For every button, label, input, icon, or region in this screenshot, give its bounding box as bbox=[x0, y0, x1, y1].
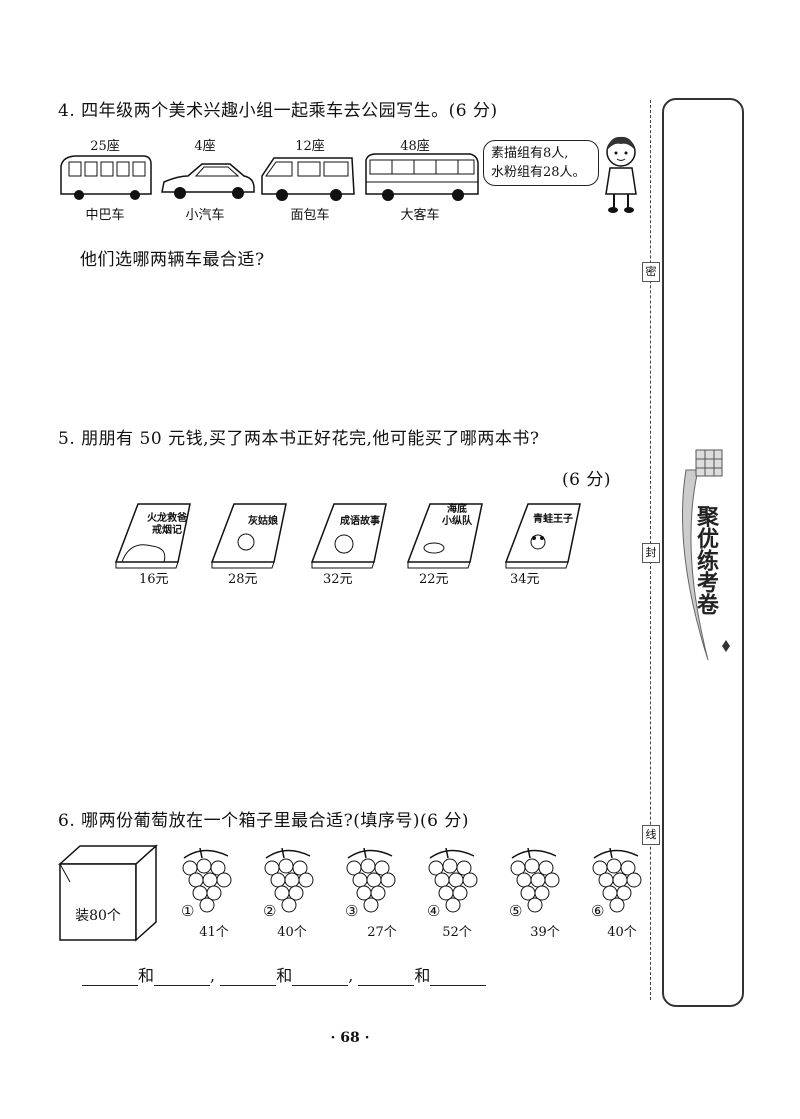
q4-question: 他们选哪两辆车最合适? bbox=[80, 250, 265, 270]
and-word: 和 bbox=[276, 966, 293, 985]
coach-image bbox=[365, 153, 479, 201]
books-illustration bbox=[114, 503, 581, 569]
box-label: 装80个 bbox=[75, 908, 121, 924]
q5-text: 5. 朋朋有 50 元钱,买了两本书正好花完,他可能买了哪两本书? bbox=[58, 429, 540, 449]
vehicle-seats: 4座 bbox=[194, 139, 216, 154]
van-image bbox=[261, 157, 355, 201]
grape-count: 40个 bbox=[607, 925, 637, 940]
grape-count: 52个 bbox=[442, 925, 472, 940]
vehicle-name: 大客车 bbox=[400, 208, 440, 223]
book-price: 34元 bbox=[510, 572, 540, 587]
grape-count: 40个 bbox=[277, 925, 307, 940]
answer-blank[interactable] bbox=[292, 971, 349, 986]
answer-blank[interactable] bbox=[430, 971, 487, 986]
q4-text: 4. 四年级两个美术兴趣小组一起乘车去公园写生。(6 分) bbox=[58, 101, 498, 121]
book-price: 32元 bbox=[323, 572, 353, 587]
book-price: 22元 bbox=[419, 572, 449, 587]
separator: , bbox=[348, 966, 354, 985]
vehicle-name: 面包车 bbox=[290, 208, 330, 223]
book-title: 成语故事 bbox=[340, 516, 380, 527]
bubble-line: 水粉组有28人。 bbox=[491, 165, 586, 180]
car-image bbox=[161, 163, 255, 199]
grape-index: ① bbox=[181, 902, 195, 920]
grape-index: ⑤ bbox=[509, 902, 523, 920]
minibus-image bbox=[60, 155, 152, 200]
side-panel bbox=[662, 98, 744, 1007]
vehicle-seats: 48座 bbox=[400, 139, 430, 154]
book-title: 青蛙王子 bbox=[533, 514, 573, 525]
side-mark-mi: 密 bbox=[642, 262, 660, 282]
answer-blank[interactable] bbox=[358, 971, 415, 986]
grape-index: ④ bbox=[427, 902, 441, 920]
side-logo bbox=[681, 449, 730, 661]
and-word: 和 bbox=[414, 966, 431, 985]
grape-index: ⑥ bbox=[591, 902, 605, 920]
book-title: 火龙救爸 戒烟记 bbox=[147, 513, 187, 536]
vehicle-name: 小汽车 bbox=[185, 208, 225, 223]
side-mark-xian: 线 bbox=[642, 825, 660, 845]
book-price: 16元 bbox=[139, 572, 169, 587]
answer-blank[interactable] bbox=[220, 971, 277, 986]
book-price: 28元 bbox=[228, 572, 258, 587]
speech-bubble: 素描组有8人, 水粉组有28人。 bbox=[483, 140, 599, 186]
vehicle-seats: 25座 bbox=[90, 139, 120, 154]
girl-illustration bbox=[605, 136, 637, 213]
book-title: 海底 小纵队 bbox=[442, 504, 472, 527]
grapes-illustration bbox=[182, 847, 642, 913]
answer-row: 和, 和, 和 bbox=[82, 962, 487, 986]
grape-index: ② bbox=[263, 902, 277, 920]
q5-score: (6 分) bbox=[562, 470, 611, 490]
vehicle-seats: 12座 bbox=[295, 139, 325, 154]
book-title: 灰姑娘 bbox=[248, 516, 278, 527]
grape-index: ③ bbox=[345, 902, 359, 920]
box-image bbox=[58, 844, 158, 942]
and-word: 和 bbox=[138, 966, 155, 985]
grape-count: 27个 bbox=[367, 925, 397, 940]
separator: , bbox=[210, 966, 216, 985]
vehicle-name: 中巴车 bbox=[85, 208, 125, 223]
q6-text: 6. 哪两份葡萄放在一个箱子里最合适?(填序号)(6 分) bbox=[58, 811, 469, 831]
page-number: · 68 · bbox=[330, 1030, 370, 1046]
answer-blank[interactable] bbox=[82, 971, 138, 986]
bubble-line: 素描组有8人, bbox=[491, 146, 569, 161]
answer-blank[interactable] bbox=[154, 971, 211, 986]
side-mark-feng: 封 bbox=[642, 543, 660, 563]
grape-count: 39个 bbox=[530, 925, 560, 940]
side-title: 聚优练考卷 bbox=[693, 505, 718, 615]
grape-count: 41个 bbox=[199, 925, 229, 940]
